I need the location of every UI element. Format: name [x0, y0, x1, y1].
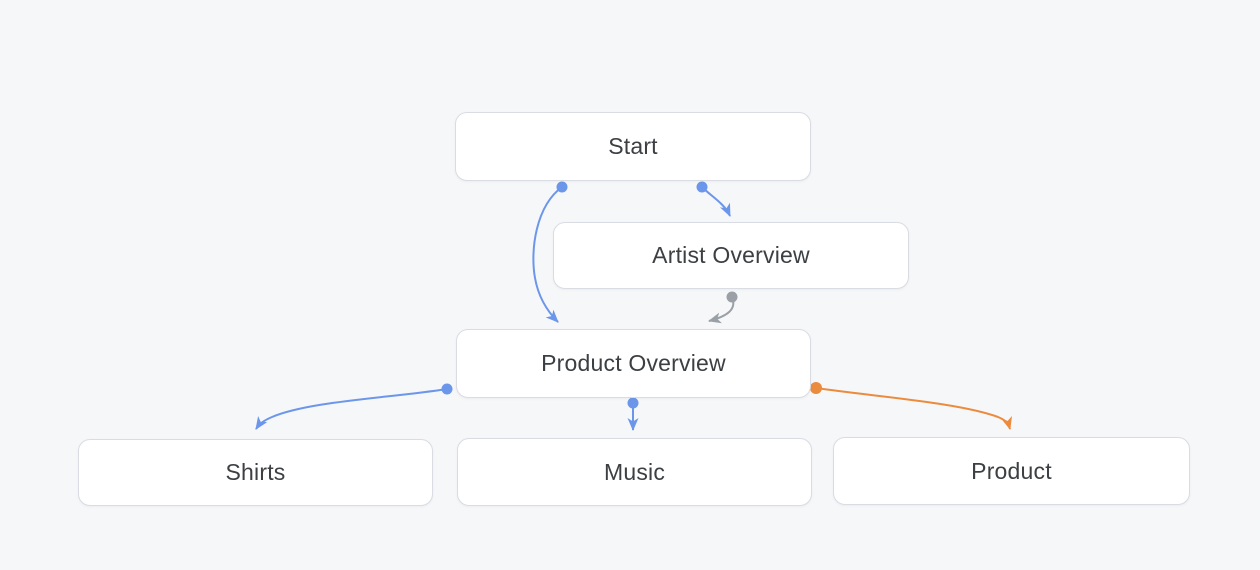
edge-artist-overview-to-product-overview-source-handle[interactable]	[726, 291, 738, 303]
node-start[interactable]: Start	[455, 112, 811, 181]
edge-product-overview-to-shirts-source-handle[interactable]	[441, 383, 453, 395]
node-artist-overview[interactable]: Artist Overview	[553, 222, 909, 289]
node-product-overview-label: Product Overview	[541, 350, 726, 376]
node-start-label: Start	[608, 133, 658, 159]
edge-start-to-artist-overview-source-handle[interactable]	[696, 181, 708, 193]
node-product-overview[interactable]: Product Overview	[456, 329, 811, 398]
node-music-label: Music	[603, 458, 666, 485]
edge-start-to-product-overview[interactable]	[532, 186, 563, 323]
node-product-label: Product	[971, 457, 1052, 484]
edge-start-to-artist-overview[interactable]	[701, 186, 731, 217]
node-shirts[interactable]: Shirts	[78, 439, 433, 506]
node-artist-overview-label: Artist Overview	[652, 242, 810, 268]
node-product[interactable]: Product	[833, 437, 1190, 505]
edge-product-overview-to-music-source-handle[interactable]	[627, 397, 639, 409]
edge-product-overview-to-product-source-handle[interactable]	[810, 382, 822, 394]
node-music[interactable]: Music	[457, 438, 812, 506]
edge-start-to-product-overview-source-handle[interactable]	[556, 181, 568, 193]
edge-product-overview-to-product[interactable]	[815, 387, 1012, 430]
edge-product-overview-to-shirts[interactable]	[255, 388, 448, 430]
node-shirts-label: Shirts	[225, 459, 286, 485]
